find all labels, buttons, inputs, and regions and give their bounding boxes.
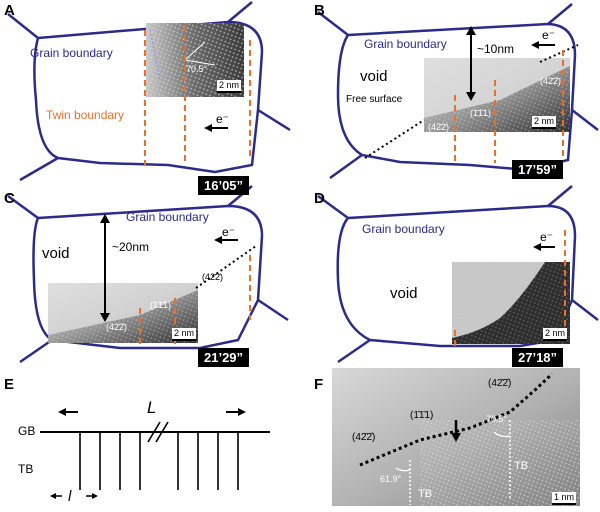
scale-bar-c: 2 nm: [172, 328, 197, 341]
time-stamp-a: 16’05”: [198, 176, 250, 195]
grain-boundary-label-d: Grain boundary: [362, 222, 445, 236]
distance-label-b: ~10nm: [477, 42, 515, 56]
distance-label-c: ~20nm: [112, 240, 150, 254]
panel-e-schematic: [40, 408, 270, 499]
scale-bar-d: 2 nm: [543, 328, 568, 341]
plane-label-f1: (42̄2̄): [488, 378, 512, 389]
electron-label-d: e⁻: [540, 230, 554, 244]
panel-letter-b: B: [314, 2, 325, 19]
void-label-b: void: [360, 68, 388, 85]
free-surface-f: [359, 372, 554, 467]
panel-letter-a: A: [4, 2, 15, 19]
free-surface-label-b: Free surface: [346, 94, 403, 105]
plane-label-c1: (42̄2̄): [202, 272, 224, 282]
electron-label-b: e⁻: [542, 28, 556, 42]
time-stamp-b: 17’59”: [512, 160, 564, 179]
gb-label-e: GB: [18, 424, 36, 438]
scale-bar-f: 1 nm: [552, 492, 577, 505]
grain-outline-a: [33, 20, 264, 174]
panel-letter-e: E: [4, 376, 15, 393]
grain-outline-b: [336, 22, 577, 172]
time-stamp-c: 21’29”: [198, 348, 250, 367]
scale-bar-b: 2 nm: [532, 116, 557, 129]
plane-label-f3: (42̄2̄): [352, 432, 376, 443]
panel-f: [332, 368, 580, 506]
grain-boundary-label-a: Grain boundary: [30, 46, 113, 60]
electron-label-c: e⁻: [222, 225, 236, 239]
panel-letter-c: C: [4, 190, 15, 207]
grain-outline-c: [32, 204, 264, 350]
free-surface-line-b: [364, 119, 425, 159]
plane-label-b3: (1̄1̄1): [470, 108, 492, 118]
plane-label-c2: (42̄2̄): [106, 322, 128, 332]
grain-outline-d: [336, 204, 577, 348]
grain-boundary-label-c: Grain boundary: [126, 210, 209, 224]
grain-boundary-label-b: Grain boundary: [364, 37, 447, 51]
angle-label-f2: 61.9°: [380, 474, 402, 484]
time-stamp-d: 27’18”: [512, 348, 564, 367]
scale-bar-a: 2 nm: [217, 80, 242, 93]
angle-label-f1: 70.5°: [486, 414, 508, 424]
void-label-d: void: [390, 285, 418, 302]
plane-label-c3: (1̄1̄1): [150, 300, 172, 310]
plane-label-f2: (1̄1̄1): [410, 410, 434, 421]
tb-label-f1: TB: [514, 460, 529, 472]
plane-label-b1: (42̄2̄): [540, 76, 562, 86]
angle-label-a: 70.5°: [186, 64, 208, 74]
panel-letter-f: F: [314, 376, 324, 393]
spacing-big-label-e: L: [147, 398, 157, 417]
tb-label-e: TB: [18, 462, 34, 476]
void-label-c: void: [42, 245, 70, 262]
plane-label-b2: (42̄2̄): [428, 122, 450, 132]
tb-label-f2: TB: [418, 488, 433, 500]
panel-b: [317, 3, 599, 180]
panel-letter-d: D: [314, 190, 325, 207]
twin-boundary-label-a: Twin boundary: [46, 108, 125, 122]
spacing-small-label-e: l: [68, 488, 72, 505]
panel-a: [7, 1, 291, 182]
electron-label-a: e⁻: [216, 112, 230, 126]
